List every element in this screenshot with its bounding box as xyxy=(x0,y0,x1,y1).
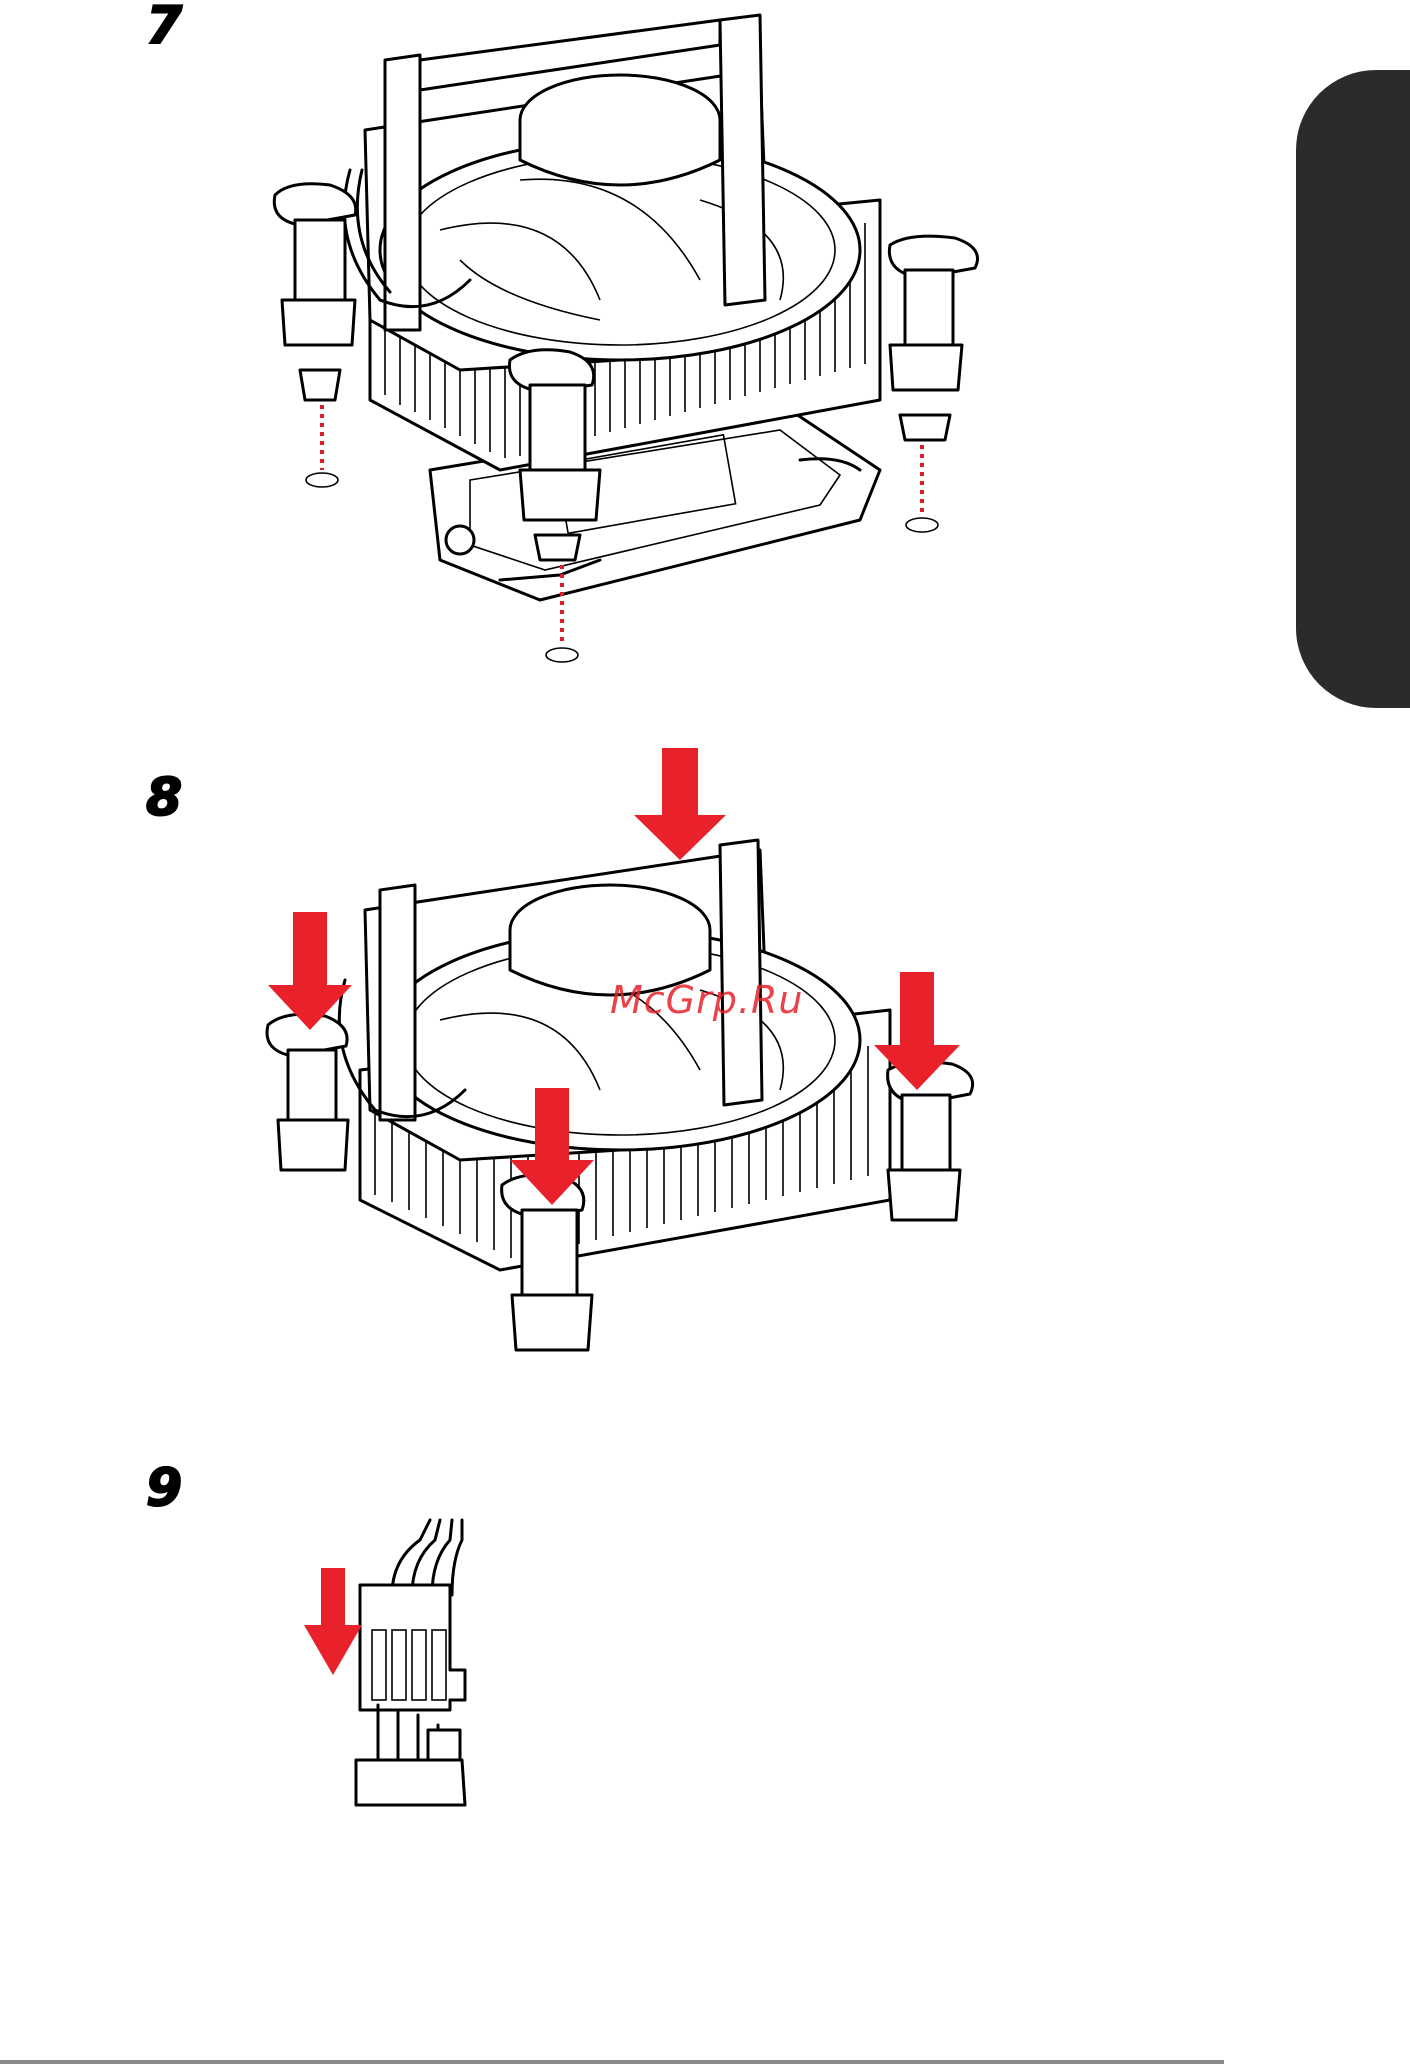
motherboard-fan-header xyxy=(356,1705,465,1805)
push-down-arrow-icon xyxy=(304,1568,362,1675)
page-bottom-rule xyxy=(0,2060,1224,2064)
fan-cable-plug xyxy=(360,1585,465,1710)
